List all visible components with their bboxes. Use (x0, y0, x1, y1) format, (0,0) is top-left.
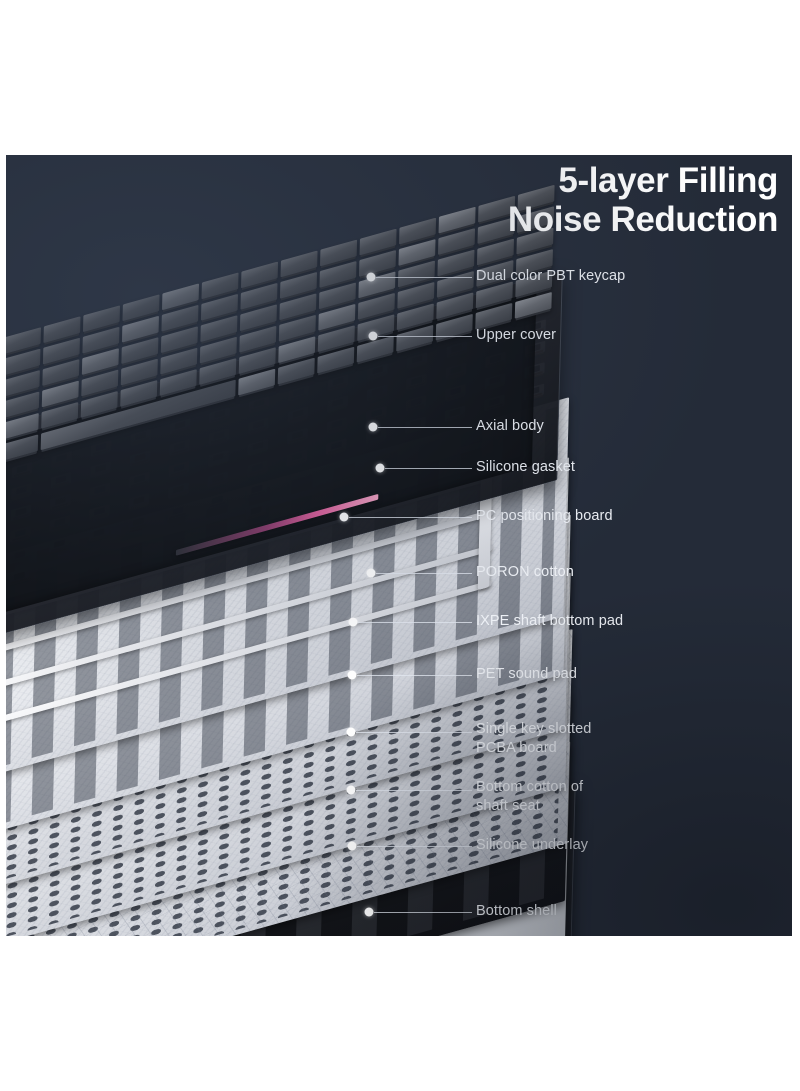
callout-label-botshell: Bottom shell (476, 903, 557, 919)
leader-dot-pcplate (339, 512, 349, 522)
callout-label-pcplate: PC positioning board (476, 508, 613, 524)
leader-line-cover (378, 336, 472, 337)
callout-label-botcotton: Bottom cotton of shaft seat (476, 779, 584, 815)
leader-dot-axial (368, 422, 378, 432)
callout-label-cover: Upper cover (476, 327, 557, 343)
leader-dot-keycap (366, 272, 376, 282)
leader-dot-botcotton (346, 785, 356, 795)
leader-dot-poron (366, 568, 376, 578)
leader-line-ixpe (358, 622, 472, 623)
leader-dot-botshell (364, 907, 374, 917)
leader-line-botshell (374, 912, 472, 913)
callout-label-pcba: Single key slotted PCBA board (476, 721, 592, 757)
leader-line-pet (357, 675, 472, 676)
leader-dot-underlay (347, 841, 357, 851)
leader-dot-ixpe (348, 617, 358, 627)
callout-label-underlay: Silicone underlay (476, 837, 589, 853)
leader-dot-gasket (375, 463, 385, 473)
leader-line-poron (376, 573, 472, 574)
leader-line-underlay (357, 846, 472, 847)
leader-dot-cover (368, 331, 378, 341)
callout-label-gasket: Silicone gasket (476, 459, 576, 475)
leader-line-pcba (356, 732, 472, 733)
leader-line-axial (378, 427, 472, 428)
leader-line-keycap (376, 277, 472, 278)
page-title: 5-layer Filling Noise Reduction (507, 161, 779, 240)
leader-line-pcplate (349, 517, 472, 518)
leader-line-gasket (385, 468, 472, 469)
callout-label-axial: Axial body (476, 418, 544, 434)
leader-dot-pcba (346, 727, 356, 737)
callout-label-pet: PET sound pad (476, 666, 577, 682)
leader-dot-pet (347, 670, 357, 680)
callout-label-poron: PORON cotton (476, 564, 574, 580)
product-infographic-panel: 5-layer Filling Noise Reduction Dual col… (6, 155, 792, 936)
keycap (6, 434, 39, 462)
callout-label-keycap: Dual color PBT keycap (476, 268, 626, 284)
callout-label-ixpe: IXPE shaft bottom pad (476, 613, 624, 629)
leader-line-botcotton (356, 790, 472, 791)
